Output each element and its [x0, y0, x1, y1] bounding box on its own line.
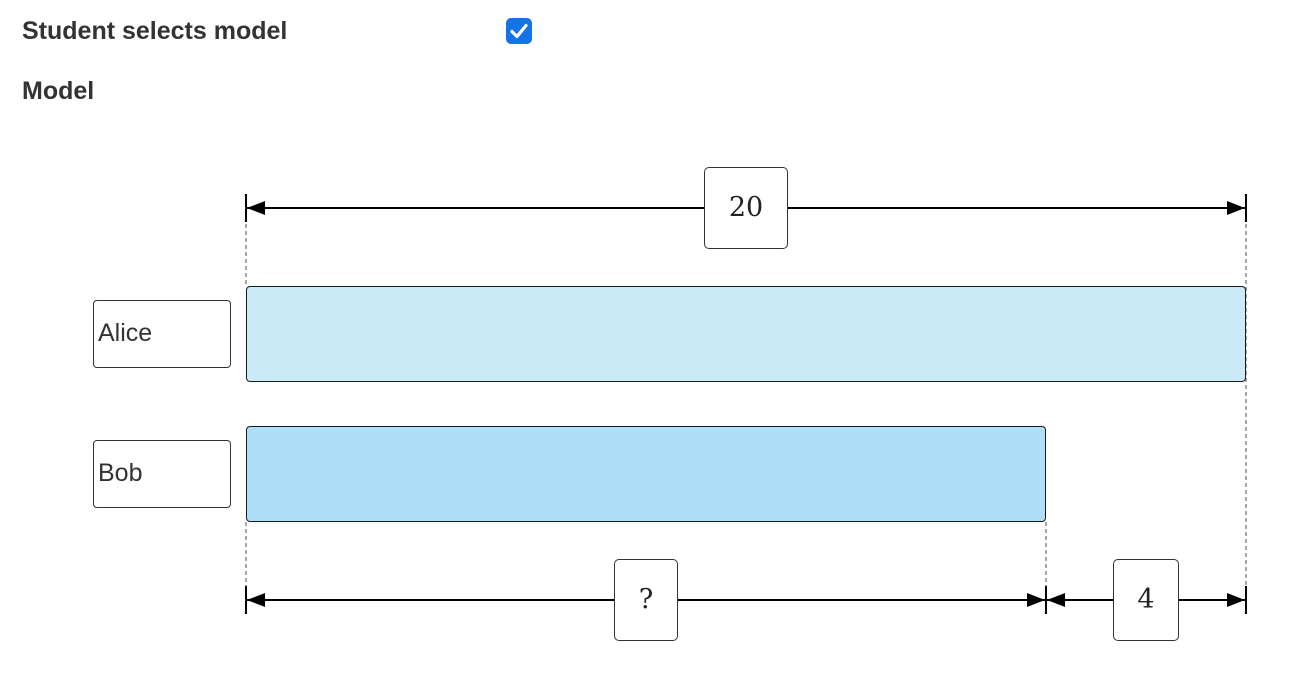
bar-label-alice[interactable]: Alice	[93, 300, 231, 368]
difference-value-box[interactable]: 4	[1113, 559, 1179, 641]
student-selects-model-setting: Student selects model	[22, 12, 542, 50]
total-value-box[interactable]: 20	[704, 167, 788, 249]
model-section-title: Model	[22, 77, 95, 105]
checkmark-icon	[510, 23, 528, 39]
bar-bob[interactable]	[246, 426, 1046, 522]
unknown-value-box[interactable]: ?	[614, 559, 678, 641]
student-selects-model-label: Student selects model	[22, 17, 288, 45]
bar-alice[interactable]	[246, 286, 1246, 382]
bar-label-bob[interactable]: Bob	[93, 440, 231, 508]
student-selects-model-checkbox[interactable]	[506, 18, 532, 44]
